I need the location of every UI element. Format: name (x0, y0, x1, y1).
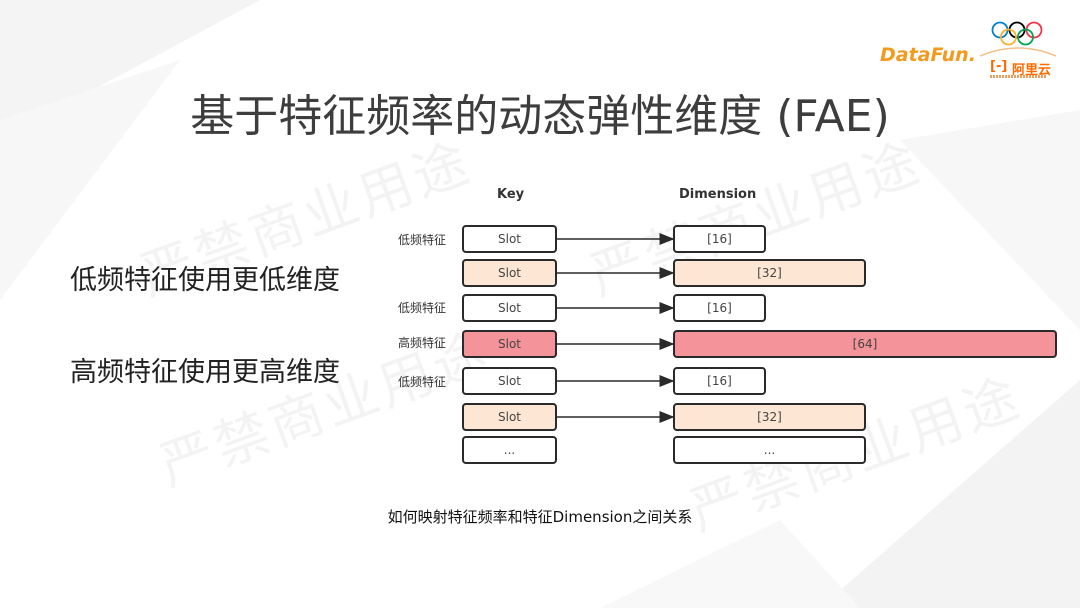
row-label: 高频特征 (397, 336, 446, 350)
aliyun-logo: 阿里云 (1012, 63, 1052, 78)
page-title: 基于特征频率的动态弹性维度 (FAE) (190, 91, 890, 142)
dimension-box: [16] (673, 294, 766, 322)
dimension-ellipsis-box: ... (673, 436, 866, 464)
row-label: 低频特征 (397, 301, 446, 315)
dimension-header: Dimension (679, 187, 757, 202)
key-slot-box: Slot (462, 330, 557, 358)
key-slot-box: Slot (462, 403, 557, 431)
low-freq-statement: 低频特征使用更低维度 (70, 265, 340, 296)
high-freq-statement: 高频特征使用更高维度 (70, 357, 340, 388)
key-slot-box: Slot (462, 294, 557, 322)
key-slot-box: Slot (462, 225, 557, 253)
dimension-box: [16] (673, 225, 766, 253)
dimension-box: [16] (673, 367, 766, 395)
aliyun-subtext (990, 75, 1046, 78)
dimension-box: [32] (673, 259, 866, 287)
dimension-box: [64] (673, 330, 1057, 358)
key-slot-box: Slot (462, 259, 557, 287)
aliyun-swoosh-icon (979, 47, 1057, 57)
row-label: 低频特征 (397, 375, 446, 389)
key-header: Key (497, 187, 525, 202)
dimension-box: [32] (673, 403, 866, 431)
datafun-logo: DataFun. (880, 44, 976, 66)
aliyun-logo-icon: [-] (990, 59, 1008, 74)
caption: 如何映射特征频率和特征Dimension之间关系 (387, 508, 693, 526)
olympic-rings-icon (991, 21, 1043, 46)
key-slot-box: Slot (462, 367, 557, 395)
key-ellipsis-box: ... (462, 436, 557, 464)
row-label: 低频特征 (397, 233, 446, 247)
